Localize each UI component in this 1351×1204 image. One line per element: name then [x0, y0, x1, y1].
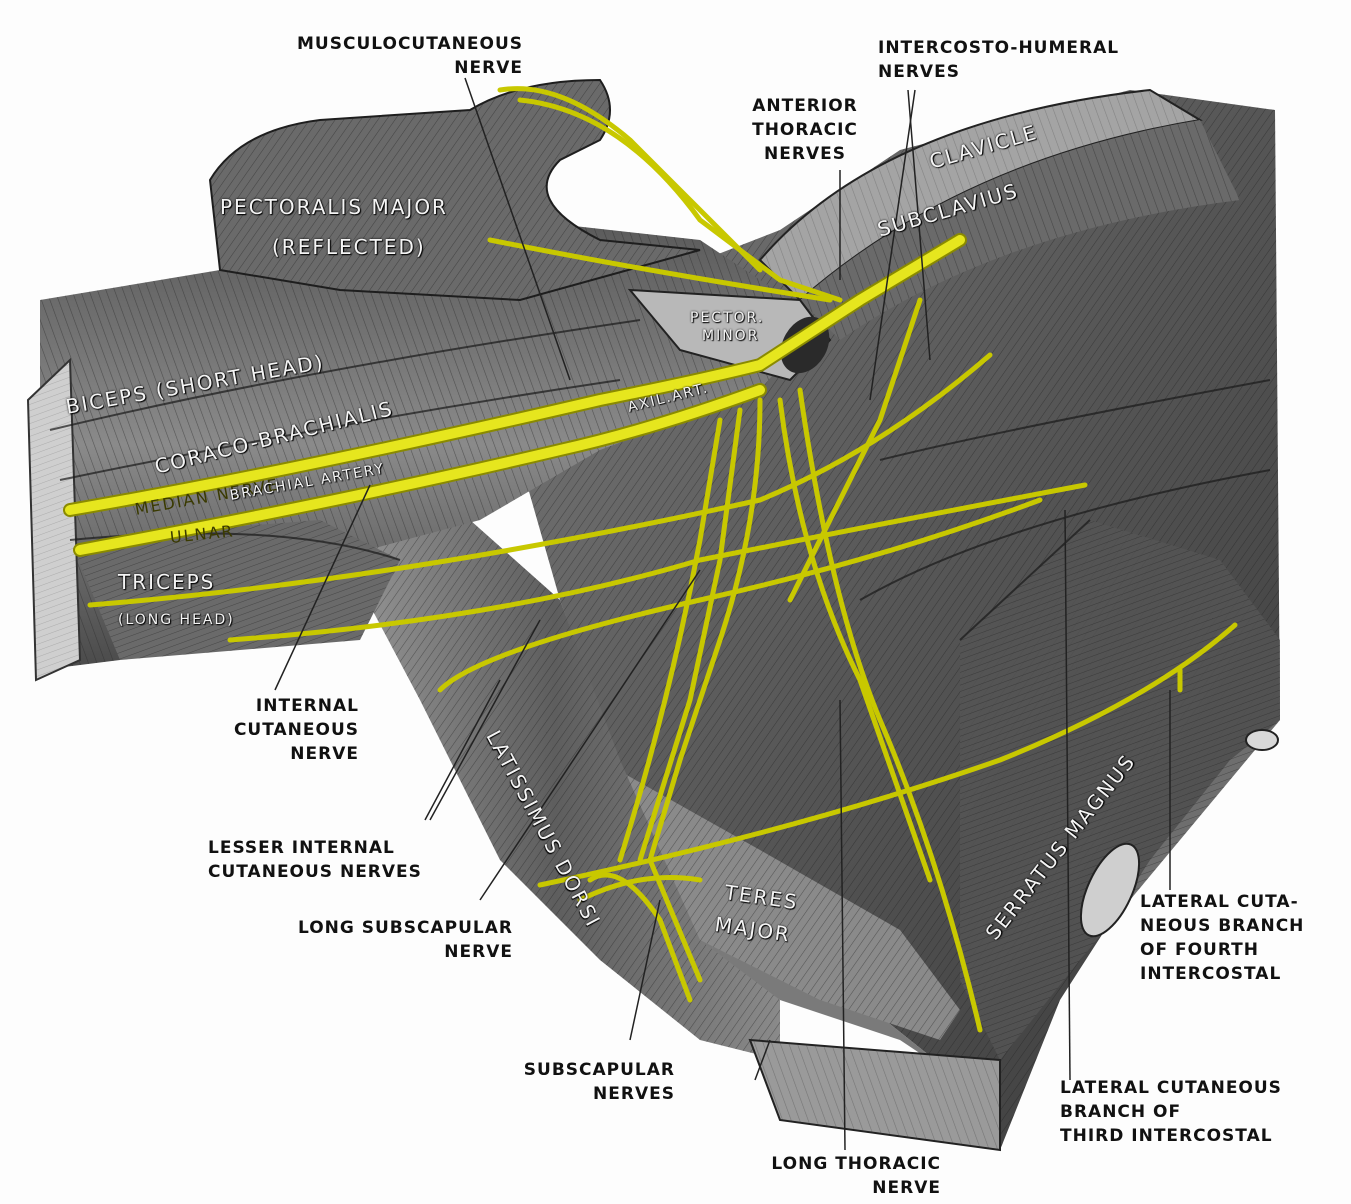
- ulnar-nerve: [75, 385, 765, 555]
- rib-section: [1079, 842, 1141, 938]
- label-subscapular-nerves: SUBSCAPULAR NERVES: [523, 1060, 675, 1104]
- label-lesser-internal-cutaneous-nerves: LESSER INTERNAL CUTANEOUS NERVES: [208, 838, 422, 882]
- label-long-subscapular-nerve: LONG SUBSCAPULAR NERVE: [297, 918, 513, 962]
- label-pector-minor-1: PECTOR.: [690, 310, 765, 326]
- rib-section: [1245, 729, 1279, 751]
- label-triceps: TRICEPS: [118, 570, 216, 594]
- long-thoracic-nerve: [797, 387, 983, 1033]
- label-lateral-cutaneous-fourth: LATERAL CUTA- NEOUS BRANCH OF FOURTH INT…: [1140, 892, 1305, 984]
- label-anterior-thoracic-nerves: ANTERIOR THORACIC NERVES: [752, 96, 858, 164]
- label-pector-minor-2: MINOR: [702, 328, 760, 344]
- label-lateral-cutaneous-third: LATERAL CUTANEOUS BRANCH OF THIRD INTERC…: [1060, 1078, 1282, 1146]
- label-long-thoracic-nerve: LONG THORACIC NERVE: [771, 1154, 941, 1198]
- leader-lines: [274, 77, 1171, 1151]
- internal-cutaneous-nerve: [87, 352, 993, 608]
- label-long-head: (LONG HEAD): [118, 612, 235, 628]
- nerve-paths: [63, 86, 1238, 1033]
- median-nerve: [65, 235, 965, 515]
- long-subscapular-nerve: [617, 417, 723, 863]
- label-intercosto-humeral-nerves: INTERCOSTO-HUMERAL NERVES: [878, 38, 1120, 82]
- label-internal-cutaneous-nerve: INTERNAL CUTANEOUS NERVE: [233, 696, 359, 764]
- intercosto-humeral-nerve: [537, 622, 1238, 888]
- label-reflected: (REFLECTED): [272, 235, 426, 259]
- musculocutaneous-nerve: [517, 97, 843, 303]
- label-musculocutaneous-nerve: MUSCULOCUTANEOUS NERVE: [297, 34, 523, 78]
- label-pectoralis-major: PECTORALIS MAJOR: [220, 195, 448, 219]
